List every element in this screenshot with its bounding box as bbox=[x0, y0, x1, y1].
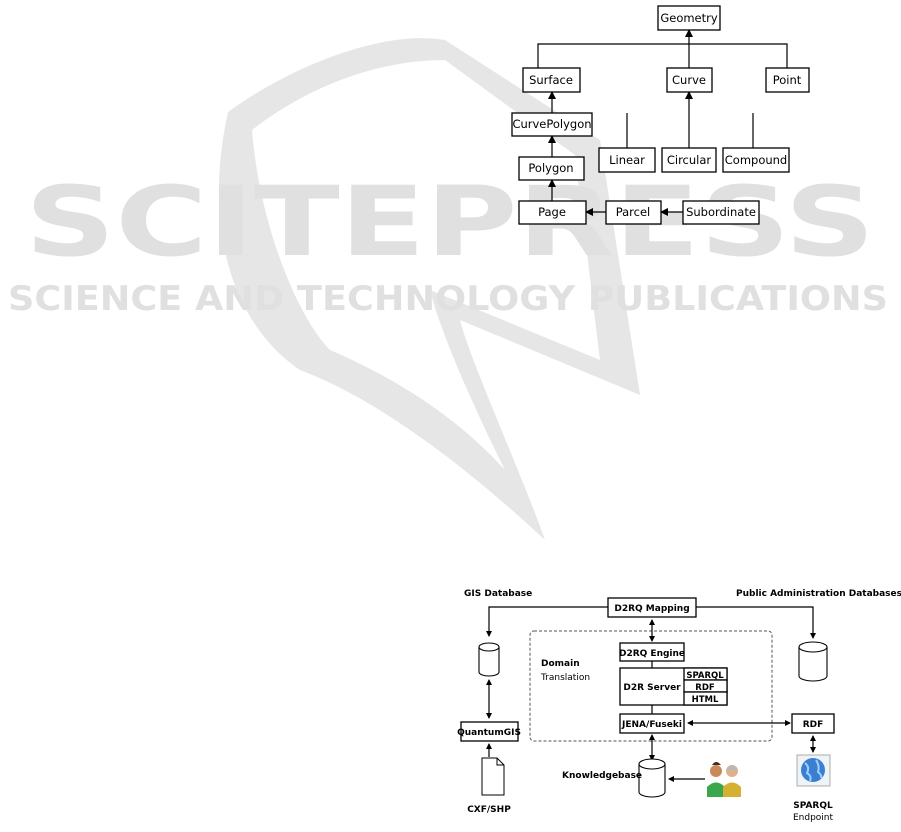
node-polygon-label: Polygon bbox=[528, 161, 573, 175]
jena-fuseki-box: JENA/Fuseki bbox=[619, 713, 685, 734]
node-linear: Linear bbox=[598, 147, 656, 173]
node-surface-label: Surface bbox=[529, 73, 573, 87]
sparql-endpoint-label-2: Endpoint bbox=[793, 813, 834, 823]
node-circular: Circular bbox=[661, 147, 717, 173]
node-geometry-label: Geometry bbox=[660, 11, 718, 25]
node-curve-label: Curve bbox=[672, 73, 706, 87]
node-page-label: Page bbox=[538, 205, 566, 219]
connector-mapping-gis bbox=[486, 606, 608, 637]
connector-geometry-children bbox=[537, 43, 788, 68]
sparql-endpoint-label-1: SPARQL bbox=[793, 801, 833, 811]
node-subordinate: Subordinate bbox=[682, 200, 760, 225]
rdf-box: RDF bbox=[791, 713, 835, 734]
gis-database-icon bbox=[478, 642, 500, 677]
node-curvepolygon-label: CurvePolygon bbox=[512, 117, 591, 131]
watermark-book-shape bbox=[218, 38, 640, 541]
node-curvepolygon: CurvePolygon bbox=[511, 112, 593, 137]
d2rq-mapping-box: D2RQ Mapping bbox=[607, 597, 697, 618]
users-icon bbox=[707, 762, 741, 797]
node-polygon: Polygon bbox=[518, 156, 585, 181]
node-surface: Surface bbox=[522, 67, 581, 93]
output-html: HTML bbox=[692, 695, 719, 705]
knowledgebase-icon bbox=[638, 758, 666, 798]
d2rq-engine-label: D2RQ Engine bbox=[619, 649, 685, 659]
node-point: Point bbox=[765, 67, 810, 93]
gis-database-label: GIS Database bbox=[464, 589, 532, 599]
rdf-box-label: RDF bbox=[803, 720, 824, 730]
node-geometry: Geometry bbox=[657, 5, 721, 31]
domain-label: Domain bbox=[541, 659, 580, 669]
node-page: Page bbox=[518, 200, 587, 225]
jena-fuseki-label: JENA/Fuseki bbox=[621, 720, 682, 730]
globe-icon bbox=[796, 754, 831, 787]
node-subordinate-label: Subordinate bbox=[686, 205, 756, 219]
node-point-label: Point bbox=[773, 73, 802, 87]
cxf-shp-label: CXF/SHP bbox=[467, 805, 511, 815]
output-rdf: RDF bbox=[695, 683, 715, 693]
class-diagram: Geometry Surface Curve Point CurvePolygo… bbox=[511, 5, 810, 225]
node-compound-label: Compound bbox=[725, 153, 787, 167]
knowledgebase-label: Knowledgebase bbox=[562, 771, 642, 781]
node-linear-label: Linear bbox=[609, 153, 645, 167]
output-sparql: SPARQL bbox=[686, 671, 724, 681]
node-parcel-label: Parcel bbox=[616, 205, 651, 219]
translation-label: Translation bbox=[540, 673, 590, 683]
connector-mapping-public bbox=[696, 606, 816, 639]
d2r-server-label: D2R Server bbox=[623, 683, 681, 693]
quantumgis-label: QuantumGIS bbox=[457, 728, 521, 738]
public-database-icon bbox=[798, 641, 828, 682]
public-admin-label: Public Administration Databases bbox=[736, 589, 901, 599]
watermark-subtitle: SCIENCE AND TECHNOLOGY PUBLICATIONS bbox=[8, 279, 888, 319]
architecture-diagram: GIS Database Public Administration Datab… bbox=[457, 589, 901, 823]
node-curve: Curve bbox=[666, 67, 713, 93]
document-icon bbox=[481, 757, 505, 796]
node-compound: Compound bbox=[722, 147, 790, 173]
node-circular-label: Circular bbox=[667, 153, 712, 167]
watermark: SCITEPRESS SCIENCE AND TECHNOLOGY PUBLIC… bbox=[8, 38, 888, 541]
d2r-server-box: D2R Server SPARQL RDF HTML bbox=[619, 667, 728, 706]
d2rq-engine-box: D2RQ Engine bbox=[619, 642, 685, 662]
d2rq-mapping-label: D2RQ Mapping bbox=[614, 604, 689, 614]
quantumgis-box: QuantumGIS bbox=[457, 721, 521, 742]
node-parcel: Parcel bbox=[605, 200, 662, 225]
